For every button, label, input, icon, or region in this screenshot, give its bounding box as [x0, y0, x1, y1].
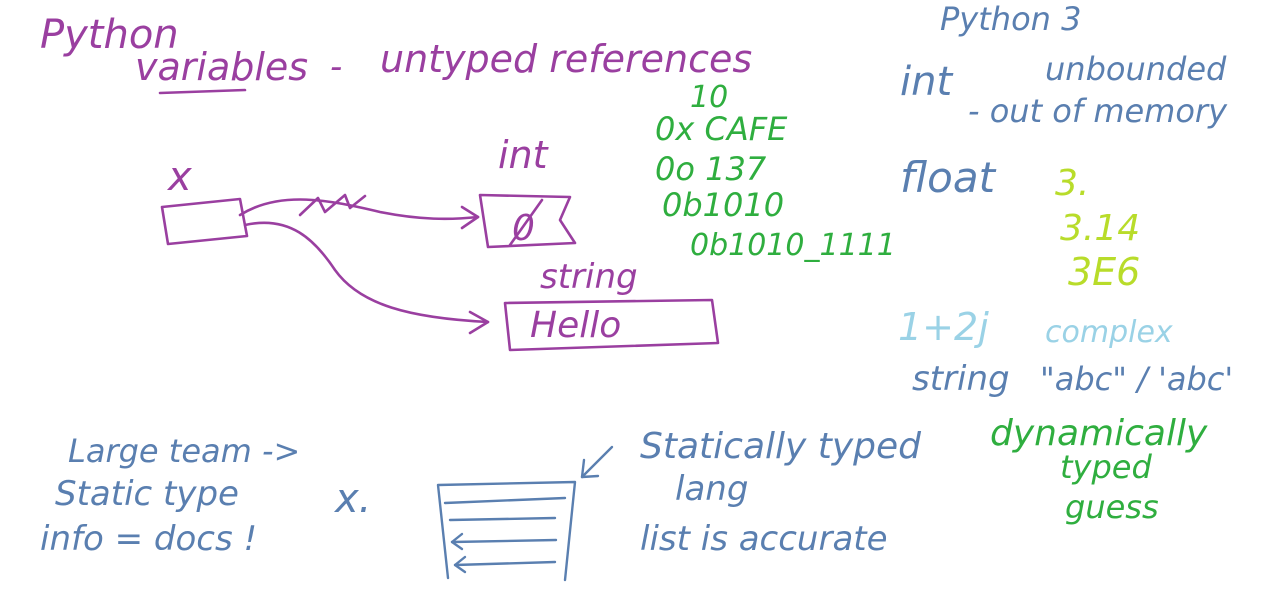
- complex-label: complex: [1045, 315, 1173, 350]
- string-box-value: Hello: [530, 305, 621, 346]
- int-literal-4: 0b1010: [662, 186, 784, 224]
- var-name-label: x: [166, 154, 192, 200]
- arrow-var-to-int-crossout: [298, 193, 367, 217]
- bottom-info-docs: info = docs !: [40, 519, 257, 559]
- title-untyped-references: untyped references: [380, 37, 752, 81]
- dynamic-line-3: guess: [1065, 488, 1159, 526]
- string-type-label: string: [540, 257, 638, 297]
- title-python: Python: [40, 12, 179, 58]
- title-separator: -: [330, 47, 342, 87]
- arrow-var-to-string-head: [468, 310, 490, 335]
- pointer-arrow: [580, 445, 614, 479]
- zero-slash: [508, 198, 544, 247]
- list-sketch-arrow-1: [450, 532, 464, 551]
- float-value-1: 3.: [1055, 163, 1089, 204]
- py3-out-of-memory: - out of memory: [968, 92, 1228, 130]
- pointer-arrow-head: [580, 458, 600, 479]
- int-literal-2: 0x CAFE: [655, 110, 788, 148]
- arrow-var-to-int: [238, 198, 480, 221]
- arrow-var-to-int-head: [460, 205, 480, 230]
- py3-unbounded: unbounded: [1045, 50, 1227, 88]
- bottom-statically-typed: Statically typed: [640, 426, 922, 467]
- int-literal-5: 0b1010_1111: [690, 228, 896, 263]
- list-sketch-arrow-2: [453, 555, 467, 574]
- bottom-lang: lang: [675, 469, 748, 509]
- float-value-2: 3.14: [1060, 208, 1140, 249]
- dynamic-line-1: dynamically: [990, 413, 1208, 454]
- dynamic-line-2: typed: [1060, 448, 1152, 486]
- title-variables: variables: [135, 45, 308, 89]
- complex-value: 1+2j: [898, 305, 989, 349]
- int-type-label: int: [498, 133, 550, 177]
- python3-heading: Python 3: [940, 0, 1081, 38]
- bottom-list-accurate: list is accurate: [640, 519, 888, 559]
- variables-underline: [158, 88, 247, 95]
- bottom-static-type: Static type: [55, 474, 239, 514]
- arrow-var-to-string: [243, 221, 490, 324]
- list-sketch-box: [436, 480, 577, 582]
- string-box: [503, 298, 720, 352]
- float-value-3: 3E6: [1068, 250, 1140, 294]
- py3-string-examples: "abc" / 'abc': [1040, 360, 1233, 398]
- list-sketch-line-4: [453, 560, 557, 567]
- py3-string-label: string: [912, 359, 1010, 399]
- py3-int-label: int: [900, 59, 953, 105]
- bottom-large-team: Large team ->: [68, 432, 300, 470]
- list-sketch-line-3: [450, 538, 558, 544]
- int-box: [478, 193, 577, 249]
- list-sketch-line-1: [443, 496, 567, 505]
- list-sketch-line-2: [448, 516, 557, 522]
- int-literal-3: 0o 137: [655, 150, 767, 188]
- int-literal-1: 10: [690, 80, 728, 115]
- var-box: [160, 197, 249, 246]
- bottom-var-label: x.: [333, 476, 371, 522]
- py3-float-label: float: [900, 153, 997, 202]
